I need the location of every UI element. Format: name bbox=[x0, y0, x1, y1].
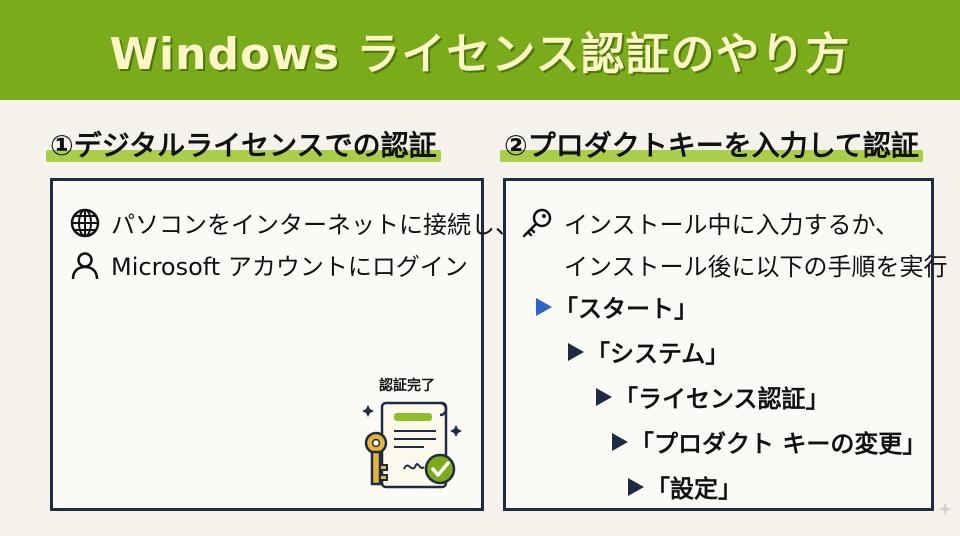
page-title: Windows ライセンス認証のやり方 bbox=[109, 29, 851, 80]
instruction-text-connect: パソコンをインターネットに接続し、 bbox=[111, 211, 519, 239]
sparkle-icon bbox=[938, 502, 952, 516]
step-label: 「ライセンス認証」 bbox=[614, 385, 830, 413]
step-label: 「スタート」 bbox=[554, 295, 698, 323]
arrow-icon bbox=[628, 477, 644, 496]
step-system: 「システム」 bbox=[568, 334, 729, 369]
section-title-text: ①デジタルライセンスでの認証 bbox=[46, 124, 441, 164]
digital-license-panel: パソコンをインターネットに接続し、 Microsoft アカウントにログイン 認… bbox=[50, 178, 519, 511]
step-activation: 「ライセンス認証」 bbox=[596, 379, 830, 414]
instruction-row-after-install: インストール後に以下の手順を実行 bbox=[564, 247, 948, 282]
instruction-text-after-install: インストール後に以下の手順を実行 bbox=[564, 253, 948, 281]
user-icon bbox=[71, 251, 99, 279]
header-banner: Windows ライセンス認証のやり方 bbox=[0, 0, 960, 100]
step-label: 「プロダクト キーの変更」 bbox=[630, 430, 927, 458]
instruction-text-enter: インストール中に入力するか、 bbox=[564, 211, 900, 239]
arrow-icon bbox=[596, 387, 612, 406]
instruction-row-enter: インストール中に入力するか、 bbox=[520, 205, 899, 240]
step-change-product-key: 「プロダクト キーの変更」 bbox=[612, 424, 926, 459]
section-title-text: ②プロダクトキーを入力して認証 bbox=[500, 124, 923, 164]
section-title-product-key: ②プロダクトキーを入力して認証 bbox=[500, 124, 923, 168]
arrow-icon bbox=[568, 342, 584, 361]
key-icon bbox=[522, 208, 552, 237]
certificate-label: 認証完了 bbox=[379, 378, 435, 394]
arrow-icon bbox=[612, 432, 628, 451]
globe-icon bbox=[70, 208, 100, 237]
instruction-text-login: Microsoft アカウントにログイン bbox=[111, 253, 468, 281]
step-label: 「システム」 bbox=[586, 340, 730, 368]
step-settings: 「設定」 bbox=[628, 469, 742, 504]
step-label: 「設定」 bbox=[646, 475, 742, 503]
instruction-row-connect: パソコンをインターネットに接続し、 bbox=[69, 205, 519, 240]
instruction-row-login: Microsoft アカウントにログイン bbox=[69, 247, 468, 282]
step-start: 「スタート」 bbox=[536, 289, 698, 324]
certificate-key-icon bbox=[362, 401, 462, 489]
arrow-icon bbox=[536, 297, 552, 316]
section-title-digital-license: ①デジタルライセンスでの認証 bbox=[46, 124, 441, 168]
product-key-panel: インストール中に入力するか、 インストール後に以下の手順を実行 「スタート」 「… bbox=[503, 178, 948, 511]
